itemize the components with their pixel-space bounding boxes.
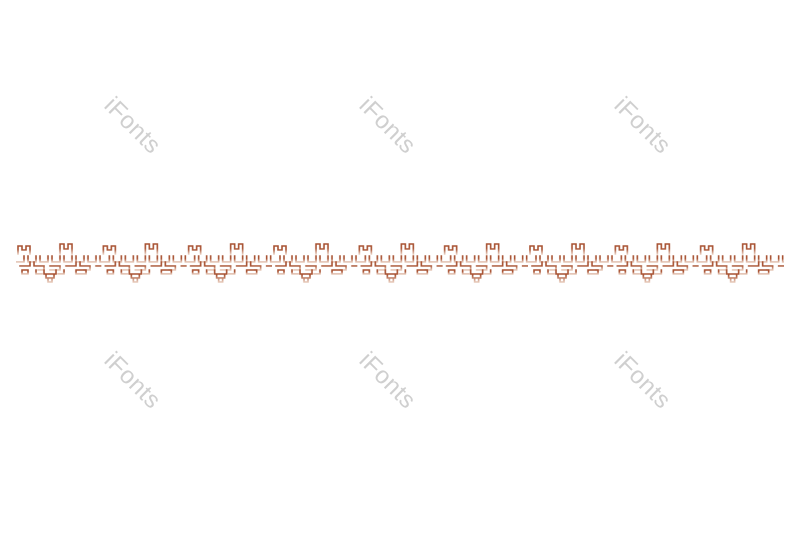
watermark-text: iFonts <box>98 91 167 160</box>
watermark-text: iFonts <box>98 346 167 415</box>
lattice-border-fill <box>16 240 784 286</box>
watermark-text: iFonts <box>608 91 677 160</box>
watermark-text: iFonts <box>353 91 422 160</box>
watermark-text: iFonts <box>608 346 677 415</box>
watermark-text: iFonts <box>353 346 422 415</box>
lattice-border-pattern <box>16 240 784 286</box>
